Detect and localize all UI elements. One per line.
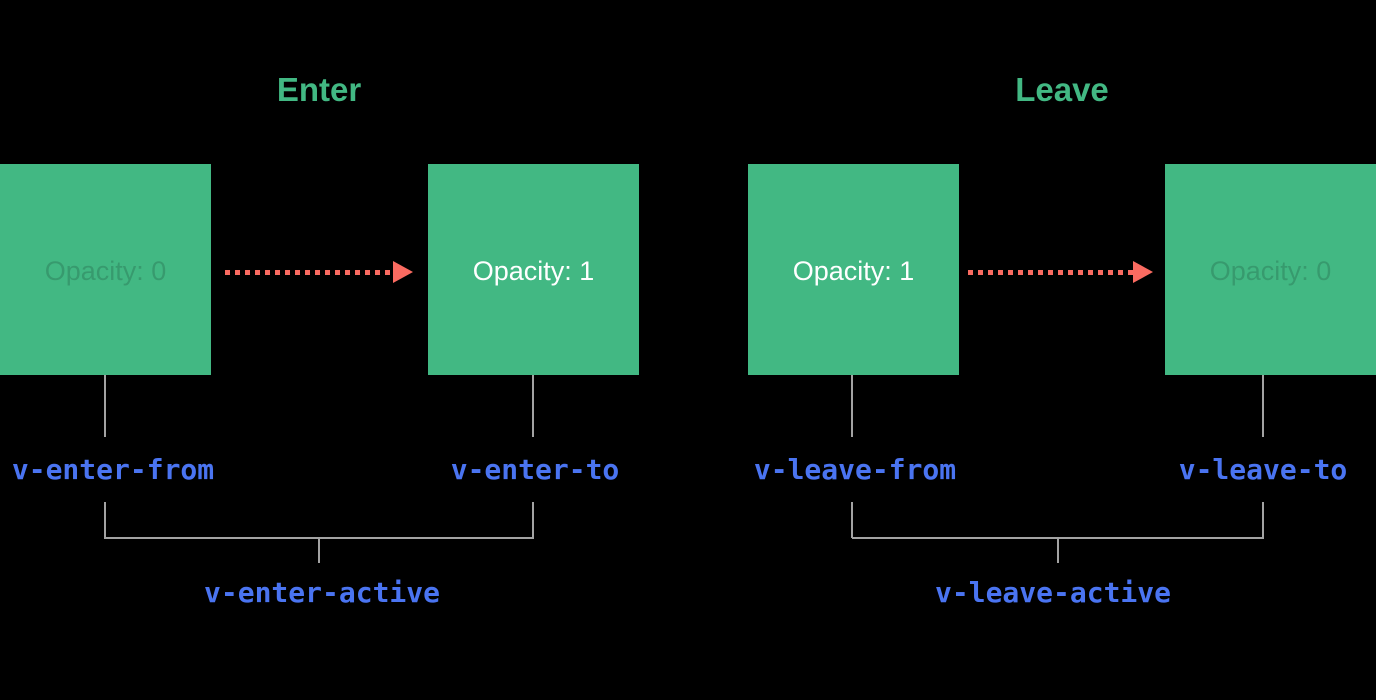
enter-title: Enter <box>276 71 362 108</box>
leave-title: Leave <box>1015 71 1109 108</box>
leave-from-connector-line <box>851 375 853 437</box>
enter-from-class-label: v-enter-from <box>11 453 215 486</box>
leave-from-class-label: v-leave-from <box>753 453 957 486</box>
enter-to-connector-line <box>532 375 534 437</box>
enter-to-box: Opacity: 1 <box>428 164 639 375</box>
leave-bracket-left-line <box>851 502 853 538</box>
enter-arrow-dashes-icon <box>225 270 393 275</box>
enter-from-connector-line <box>104 375 106 437</box>
enter-to-opacity-label: Opacity: 1 <box>472 256 595 286</box>
leave-to-opacity-label: Opacity: 0 <box>1209 256 1332 286</box>
enter-to-class-label: v-enter-to <box>450 453 620 486</box>
leave-arrow-dashes-icon <box>968 270 1133 275</box>
leave-active-class-label: v-leave-active <box>934 576 1172 609</box>
enter-bracket-stem <box>318 538 320 563</box>
leave-to-connector-line <box>1262 375 1264 437</box>
leave-from-opacity-label: Opacity: 1 <box>792 256 915 286</box>
enter-active-class-label: v-enter-active <box>203 576 441 609</box>
enter-bracket-right-line <box>532 502 534 538</box>
leave-bracket-right-line <box>1262 502 1264 538</box>
leave-to-box: Opacity: 0 <box>1165 164 1376 375</box>
enter-arrow-head-icon <box>393 261 413 283</box>
leave-arrow-head-icon <box>1133 261 1153 283</box>
enter-from-opacity-label: Opacity: 0 <box>44 256 167 286</box>
leave-from-box: Opacity: 1 <box>748 164 959 375</box>
leave-bracket-stem <box>1057 538 1059 563</box>
enter-from-box: Opacity: 0 <box>0 164 211 375</box>
leave-to-class-label: v-leave-to <box>1178 453 1348 486</box>
enter-bracket-left-line <box>104 502 106 538</box>
